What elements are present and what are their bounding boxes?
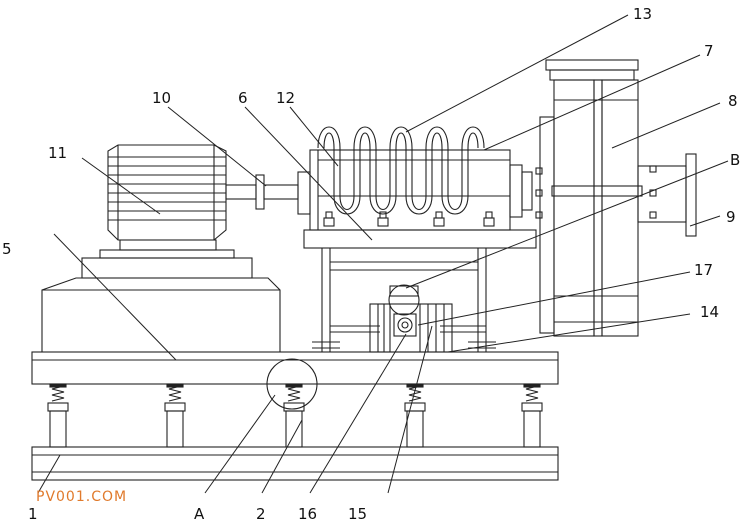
bearing-housing [297,149,533,231]
motor [107,144,227,241]
label-7: 7 [704,42,714,60]
support-leg [164,383,186,448]
label-17: 17 [694,261,713,279]
label-8: 8 [728,92,738,110]
label-16: 16 [298,505,317,523]
support-legs [47,383,543,448]
label-5: 5 [2,240,12,258]
label-15: 15 [348,505,367,523]
label-14: 14 [700,303,719,321]
label-9: 9 [726,208,736,226]
support-leg [47,383,69,448]
label-1: 1 [28,505,38,523]
label-12: 12 [276,89,295,107]
reference-labels: 13 7 8 B 9 17 14 10 6 12 11 5 1 A 2 16 1… [2,5,740,523]
leader-lines [37,14,729,494]
label-10: 10 [152,89,171,107]
detail-circle-b [388,284,420,316]
watermark-text: PV001.COM [36,489,128,505]
bottom-base-frame [31,446,559,481]
label-13: 13 [633,5,652,23]
label-a: A [194,505,205,523]
coupling [225,174,299,210]
motor-base [41,239,281,353]
outlet-flange [637,153,697,237]
cooling-coil [317,126,485,215]
support-leg [521,383,543,448]
label-6: 6 [238,89,248,107]
label-b: B [730,151,740,169]
label-11: 11 [48,144,67,162]
bolts [323,211,495,227]
support-leg [283,383,305,448]
detail-circle-a [266,358,318,410]
gear-box [369,285,453,353]
pump-casing [535,59,643,337]
support-leg [404,383,426,448]
upper-base-plate [31,351,559,385]
label-2: 2 [256,505,266,523]
